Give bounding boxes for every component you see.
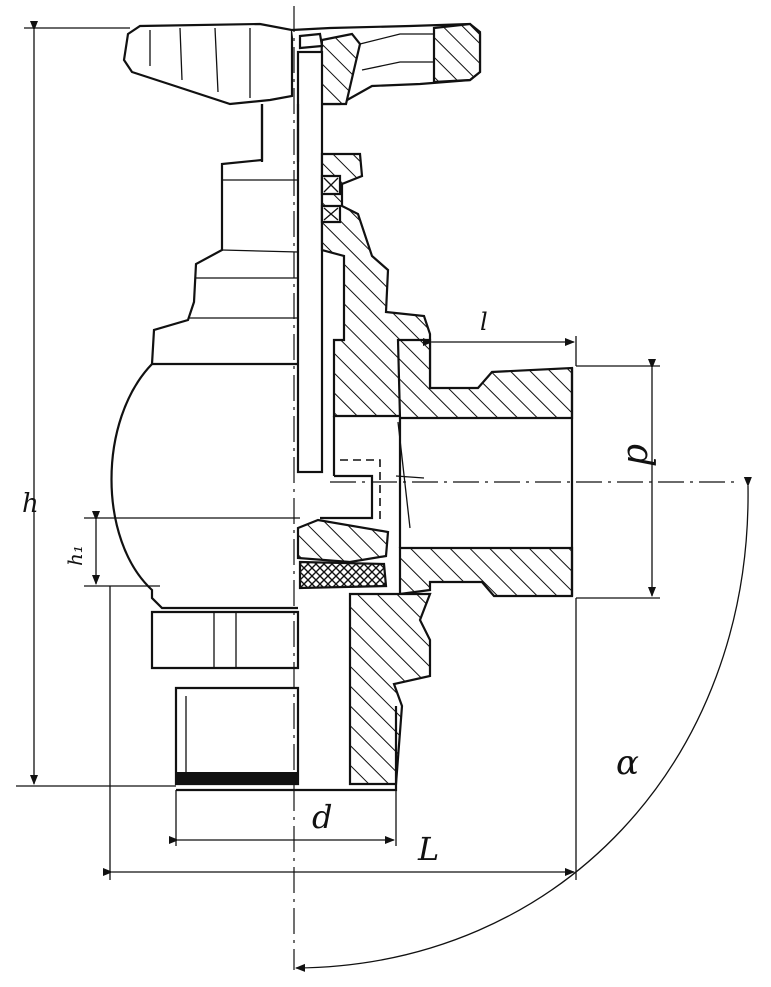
- valve-body-section: [176, 152, 574, 792]
- disc-seat: [296, 518, 390, 564]
- center-lines: [293, 6, 740, 970]
- stem-shaft: [296, 50, 324, 474]
- inlet-thread-end: [176, 772, 298, 784]
- handwheel-rim-section: [432, 22, 482, 84]
- label-stroke: h₁: [63, 545, 87, 566]
- packing-ring: [298, 560, 388, 590]
- bonnet-outline: [150, 104, 299, 366]
- outlet-pipe-upper: [396, 338, 574, 420]
- label-outlet-length: l: [480, 308, 488, 336]
- valve-stem: [260, 50, 324, 474]
- outlet-pipe-lower: [398, 546, 574, 598]
- valve-body-outline: [110, 363, 300, 786]
- dim-angle: α: [295, 476, 752, 972]
- dim-stroke: h₁: [63, 511, 300, 587]
- dim-outlet-length: l: [423, 308, 577, 366]
- label-angle: α: [616, 743, 639, 783]
- label-outlet-diameter: d: [619, 444, 660, 467]
- dim-height: h: [16, 21, 176, 787]
- lower-body-section: [348, 592, 432, 786]
- handwheel-rim: [122, 22, 294, 106]
- label-height: h: [22, 489, 39, 519]
- dim-inlet-diameter: d: [169, 790, 397, 846]
- dim-length: L: [103, 586, 577, 880]
- label-inlet-diameter: d: [312, 798, 332, 836]
- label-length: L: [417, 830, 439, 868]
